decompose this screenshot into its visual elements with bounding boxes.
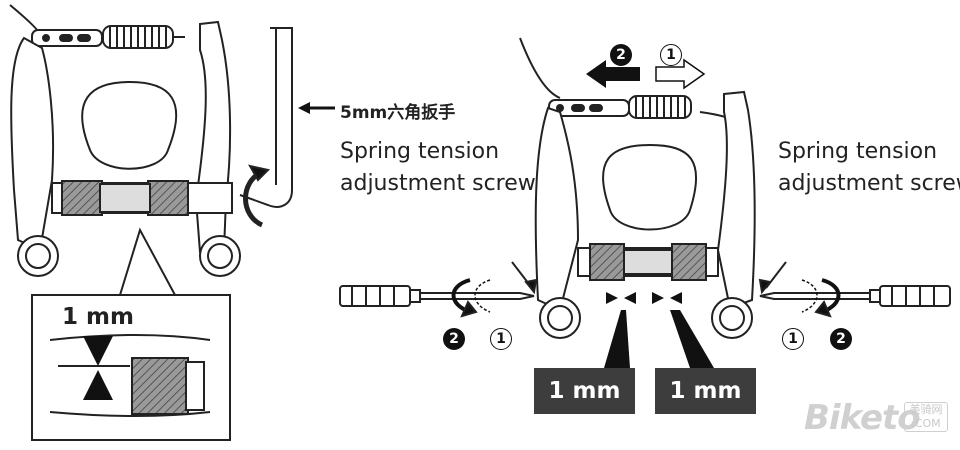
hex-wrench-pointer [298, 102, 335, 114]
watermark-side: 美骑网 .COM [904, 402, 948, 432]
watermark: Biketo 美骑网 .COM [804, 398, 948, 438]
cable-boot-right [628, 95, 692, 119]
gap-markers [604, 292, 714, 368]
spring-left-line2: adjustment screw [340, 171, 536, 196]
watermark-brand: Biketo [804, 398, 921, 438]
left-screwdriver [339, 261, 538, 318]
step-1-badge-left: 1 [490, 328, 512, 350]
cable-boot [102, 25, 174, 49]
right-v-brake [519, 37, 756, 339]
spring-tension-label-left: Spring tension adjustment screw [340, 136, 536, 200]
left-v-brake [9, 4, 293, 277]
watermark-side-top: 美骑网 [909, 403, 943, 416]
left-inset-detail [31, 227, 231, 441]
gap-label-right: 1 mm [655, 368, 756, 414]
step-1-badge-right: 1 [782, 328, 804, 350]
gap-label-left: 1 mm [534, 368, 635, 414]
spring-right-line2: adjustment screw [778, 171, 960, 196]
spring-left-line1: Spring tension [340, 139, 500, 164]
step-2-badge-left: 2 [443, 328, 465, 350]
inset-gap-label: 1 mm [62, 304, 134, 330]
step-1-badge-top: 1 [660, 44, 682, 66]
right-screwdriver [758, 261, 951, 318]
hex-wrench-label: 5mm六角扳手 [340, 103, 456, 123]
spring-right-line1: Spring tension [778, 139, 938, 164]
step-2-badge-top: 2 [610, 44, 632, 66]
spring-tension-label-right: Spring tension adjustment screw [778, 136, 960, 200]
cable-pull-arrows [586, 58, 706, 90]
step-2-badge-right: 2 [830, 328, 852, 350]
watermark-side-bottom: .COM [911, 417, 941, 430]
